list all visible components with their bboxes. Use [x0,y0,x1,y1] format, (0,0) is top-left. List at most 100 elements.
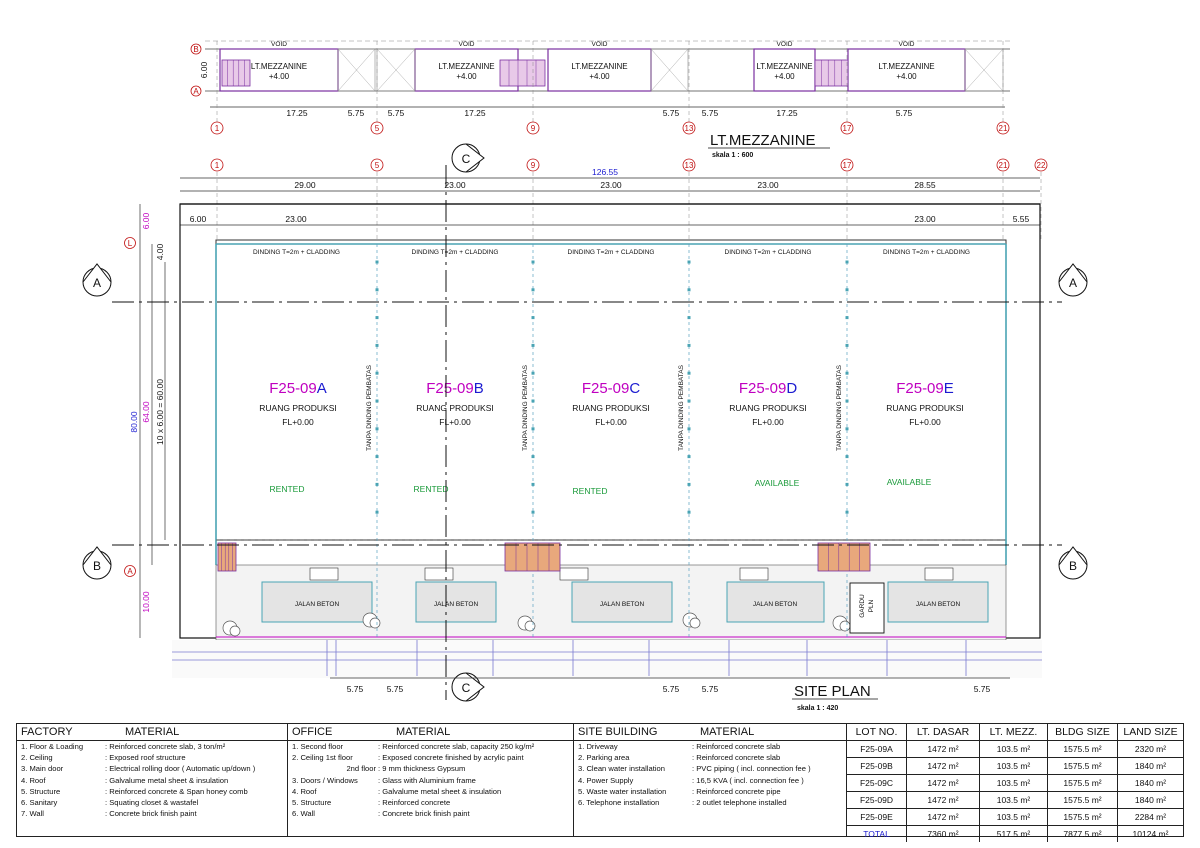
concrete-road [726,581,825,623]
spec-item: 6. Wall [292,809,315,819]
mezzanine-scale: skala 1 : 600 [712,152,753,159]
unit-room: RUANG PRODUKSI [729,403,806,413]
unit-code-prefix: F25-09 [739,380,787,397]
spec-row: 1. Second floor: Reinforced concrete sla… [292,741,573,752]
lot-cell: 103.5 m² [980,758,1048,774]
spec-material: : Galvalume metal sheet & insulation [378,786,502,796]
spec-material: : 16,5 KVA ( incl. connection fee ) [692,775,804,785]
unit-code-prefix: F25-09 [426,380,474,397]
unit-code-prefix: F25-09 [582,380,630,397]
void-label: VOID [592,41,608,48]
mezz-dim: 17.25 [286,108,308,118]
mezz-dim: 5.75 [348,108,365,118]
bay-width-dim: 23.00 [600,180,622,190]
mezz-dim: 5.75 [702,108,719,118]
unit-code: F25-09E [896,380,954,397]
lot-cell: F25-09E [847,809,907,825]
loading-door [924,567,954,581]
section-mark-a-right: A [1058,263,1088,297]
unit-level: FL+0.00 [595,417,627,427]
mezz-dim: 5.75 [663,108,680,118]
lot-cell: 1575.5 m² [1048,758,1118,774]
section-mark-b-right: B [1058,546,1088,580]
grid-label-a: A [127,567,133,576]
spec-row: 3. Main door : Electrical rolling door ( … [21,763,287,774]
mezz-height-dim: 6.00 [199,61,209,78]
lot-cell: 103.5 m² [980,775,1048,791]
office-material-heading: MATERIAL [396,726,451,738]
mezzanine-unit-level: +4.00 [774,72,795,81]
overall-width-dim: 126.55 [592,167,618,177]
svg-text:B: B [93,559,101,573]
site-axis-21: 21 [999,161,1008,170]
spec-item: 3. Main door [21,764,64,774]
unit-code: F25-09C [582,380,641,397]
unit-room: RUANG PRODUKSI [886,403,963,413]
spec-material: : Reinforced concrete slab, 3 ton/m² [105,742,226,751]
spec-row: 6. Sanitary : Squating closet & wastafel [21,797,287,808]
unit-status: RENTED [573,486,608,496]
lot-cell: 1840 m² [1134,778,1167,788]
mezz-grid-b: B [193,45,198,54]
spec-item: 7. Wall [21,809,44,819]
lot-header-cell: LAND SIZE [1123,726,1178,738]
lot-header-cell: LT. DASAR [907,724,980,740]
lot-header-cell: LOT NO. [847,724,907,740]
total-depth-dim: 80.00 [129,411,139,433]
mezzanine-unit-level: +4.00 [896,72,917,81]
void-label: VOID [271,41,287,48]
spec-row: 6. Telephone installation: 2 outlet tele… [578,797,846,808]
unit-level: FL+0.00 [439,417,471,427]
mezzanine-unit [547,48,652,92]
unit-room: RUANG PRODUKSI [572,403,649,413]
spec-row: 6. Wall : Concrete brick finish paint [292,808,573,819]
spec-material: : Exposed concrete finished by acrylic p… [378,753,524,763]
unit-code-letter: B [474,380,484,397]
mezzanine-unit-label: LT.MEZZANINE [878,62,934,71]
site-axis-1: 1 [215,161,220,170]
spec-material: : PVC piping ( incl. connection fee ) [692,764,811,774]
spec-row: 1. Driveway: Reinforced concrete slab [578,741,846,752]
site-axis-17: 17 [843,161,852,170]
office-rows: 1. Second floor: Reinforced concrete sla… [288,741,573,819]
spec-row: 5. Waste water installation: Reinforced … [578,786,846,797]
frontage-dim: 5.75 [702,684,719,694]
spec-material: : Squating closet & wastafel [105,798,199,808]
lot-cell: TOTAL [847,826,907,842]
concrete-road [571,581,673,623]
stair-block [814,59,849,87]
factory-rows: 1. Floor & Loading: Reinforced concrete … [17,741,287,819]
spec-item: 4. Power Supply [578,775,634,785]
spec-item: 6. Sanitary [21,798,58,808]
unit-status: RENTED [270,484,305,494]
loading-door [559,567,589,581]
lot-cell: 7360 m² [907,826,980,842]
lot-cell: 1575.5 m² [1048,775,1118,791]
spec-item: 4. Roof [292,786,317,796]
site-axis-22: 22 [1037,161,1046,170]
concrete-road [415,581,497,623]
svg-text:A: A [1069,276,1077,290]
lot-cell: 1575.5 m² [1048,741,1118,757]
mezz-axis-1: 1 [215,124,220,133]
void-label: VOID [899,41,915,48]
lot-cell: 7877.5 m² [1048,826,1118,842]
spec-material: : Electrical rolling door ( Automatic up… [105,764,256,774]
site-axis-9: 9 [531,161,536,170]
building-depth-dim: 64.00 [141,401,151,423]
spec-row: 2. Ceiling: Exposed roof structure [21,752,287,763]
second-row-dim: 23.00 [285,214,307,224]
factory-heading: FACTORY [21,726,73,738]
unit-code-letter: E [944,380,954,397]
wall-note: DINDING T=2m + CLADDING [883,249,970,256]
spec-row: 1. Floor & Loading: Reinforced concrete … [21,741,287,752]
frontage-dim: 5.75 [387,684,404,694]
spec-material: : Concrete brick finish paint [378,809,470,819]
concrete-road [887,581,989,623]
spec-material: : 2 outlet telephone installed [692,798,787,808]
